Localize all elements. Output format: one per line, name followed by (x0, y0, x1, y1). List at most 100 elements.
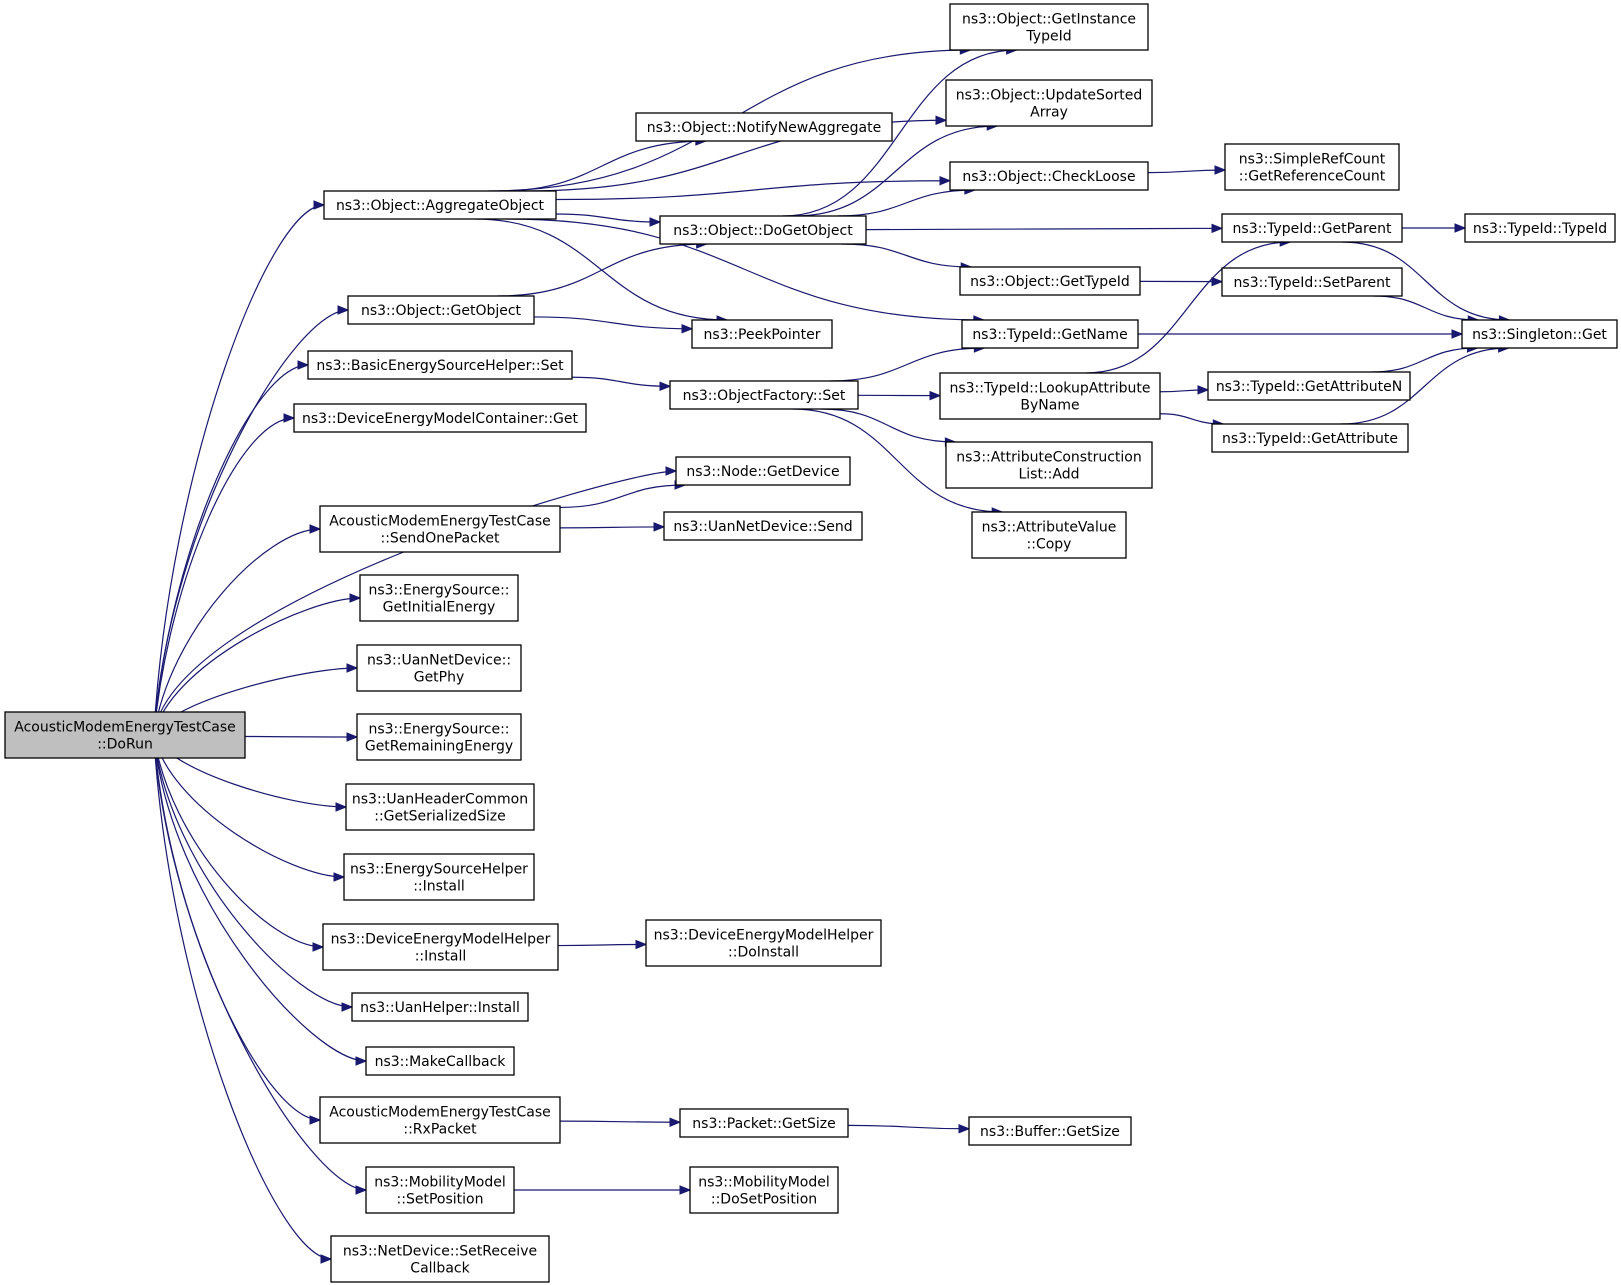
node-label-line: ns3::Buffer::GetSize (980, 1124, 1120, 1140)
node-peek-pointer[interactable]: ns3::PeekPointer (691, 319, 833, 349)
node-label-line: ::DoRun (97, 737, 153, 753)
node-singleton-get[interactable]: ns3::Singleton::Get (1461, 319, 1618, 349)
node-label-line: ns3::Object::CheckLoose (962, 169, 1135, 185)
node-label-line: ns3::SimpleRefCount (1239, 152, 1386, 168)
node-uan-helper-install[interactable]: ns3::UanHelper::Install (351, 992, 529, 1022)
edge-aggregate-object-to-check-loose (555, 175, 952, 201)
node-label-line: AcousticModemEnergyTestCase (329, 514, 550, 530)
node-type-id-set-parent[interactable]: ns3::TypeId::SetParent (1221, 267, 1403, 297)
edge-dorun-to-basic-energy-set (153, 360, 310, 736)
node-make-callback[interactable]: ns3::MakeCallback (365, 1046, 515, 1076)
node-demc-get[interactable]: ns3::DeviceEnergyModelContainer::Get (293, 403, 587, 433)
node-attr-value-copy[interactable]: ns3::AttributeValue::Copy (971, 511, 1127, 559)
node-object-factory-set[interactable]: ns3::ObjectFactory::Set (669, 380, 859, 410)
node-label-line: AcousticModemEnergyTestCase (14, 720, 235, 736)
node-label-line: GetPhy (414, 670, 465, 686)
node-label-line: ns3::AttributeConstruction (956, 450, 1141, 466)
node-demh-install[interactable]: ns3::DeviceEnergyModelHelper::Install (322, 923, 559, 971)
node-send-one-packet[interactable]: AcousticModemEnergyTestCase::SendOnePack… (319, 505, 561, 553)
node-box (359, 574, 519, 622)
node-uan-send[interactable]: ns3::UanNetDevice::Send (663, 511, 863, 541)
node-label-line: ns3::Object::GetInstance (962, 12, 1136, 28)
node-get-attribute[interactable]: ns3::TypeId::GetAttribute (1211, 423, 1409, 453)
node-get-reference-count[interactable]: ns3::SimpleRefCount::GetReferenceCount (1224, 143, 1400, 191)
edge-dorun-to-set-receive-callback (153, 734, 333, 1264)
node-label-line: GetRemainingEnergy (365, 739, 513, 755)
node-get-phy[interactable]: ns3::UanNetDevice::GetPhy (356, 644, 522, 692)
node-box (675, 456, 851, 486)
node-box (669, 380, 859, 410)
node-label-line: ns3::AttributeValue (982, 520, 1117, 536)
node-get-object[interactable]: ns3::Object::GetObject (347, 295, 535, 325)
node-label-line: ns3::MobilityModel (698, 1175, 830, 1191)
node-box (945, 441, 1153, 489)
edge-check-loose-to-get-reference-count (1147, 165, 1227, 175)
node-rx-packet[interactable]: AcousticModemEnergyTestCase::RxPacket (319, 1096, 561, 1144)
node-basic-energy-set[interactable]: ns3::BasicEnergySourceHelper::Set (307, 350, 573, 380)
node-box (1221, 213, 1403, 243)
node-label-line: ns3::EnergySourceHelper (350, 862, 528, 878)
node-demh-do-install[interactable]: ns3::DeviceEnergyModelHelper::DoInstall (645, 919, 882, 967)
node-notify-new-aggregate[interactable]: ns3::Object::NotifyNewAggregate (635, 112, 893, 142)
node-box (1224, 143, 1400, 191)
node-label-line: ns3::Object::GetObject (361, 303, 522, 319)
node-node-get-device[interactable]: ns3::Node::GetDevice (675, 456, 851, 486)
node-aggregate-object[interactable]: ns3::Object::AggregateObject (323, 190, 557, 220)
edge-dorun-to-set-position (153, 734, 368, 1195)
node-label-line: ns3::MobilityModel (374, 1175, 506, 1191)
node-obj-get-type-id[interactable]: ns3::Object::GetTypeId (959, 266, 1141, 296)
node-label-line: ::DoSetPosition (711, 1192, 817, 1208)
edge-dorun-to-esh-install (153, 734, 346, 882)
node-label-line: ns3::Node::GetDevice (686, 464, 839, 480)
node-packet-get-size[interactable]: ns3::Packet::GetSize (679, 1108, 849, 1138)
node-label-line: ns3::TypeId::SetParent (1234, 275, 1391, 291)
edge-dorun-to-demc-get (153, 413, 296, 736)
node-esh-install[interactable]: ns3::EnergySourceHelper::Install (343, 853, 535, 901)
node-type-id-get-name[interactable]: ns3::TypeId::GetName (961, 319, 1139, 349)
node-label-line: ns3::BasicEnergySourceHelper::Set (316, 358, 564, 374)
node-dorun[interactable]: AcousticModemEnergyTestCase::DoRun (4, 711, 246, 759)
node-do-get-object[interactable]: ns3::Object::DoGetObject (659, 215, 867, 245)
node-label-line: ns3::Object::UpdateSorted (956, 88, 1142, 104)
edge-dorun-to-aggregate-object (153, 200, 326, 736)
node-label-line: ns3::EnergySource:: (368, 583, 509, 599)
edge-set-position-to-do-set-position (514, 1185, 692, 1195)
node-box (323, 190, 557, 220)
node-buffer-get-size[interactable]: ns3::Buffer::GetSize (968, 1116, 1132, 1146)
node-box (945, 79, 1153, 127)
edge-send-one-packet-to-uan-send (559, 522, 666, 532)
node-box (319, 505, 561, 553)
node-label-line: ns3::PeekPointer (704, 327, 821, 343)
edge-dorun-to-send-one-packet (153, 524, 322, 736)
edge-object-factory-set-to-attr-construction-list-add (820, 408, 957, 447)
node-label-line: Array (1030, 105, 1068, 121)
node-type-id-type-id[interactable]: ns3::TypeId::TypeId (1464, 213, 1616, 243)
edge-demh-install-to-demh-do-install (557, 939, 648, 950)
edge-type-id-get-name-to-singleton-get (1138, 329, 1464, 339)
node-box (4, 711, 246, 759)
edge-dorun-to-make-callback (153, 734, 368, 1066)
node-get-initial-energy[interactable]: ns3::EnergySource::GetInitialEnergy (359, 574, 519, 622)
node-label-line: ns3::TypeId::GetAttribute (1222, 431, 1398, 447)
node-set-position[interactable]: ns3::MobilityModel::SetPosition (365, 1166, 515, 1214)
node-get-serialized-size[interactable]: ns3::UanHeaderCommon::GetSerializedSize (345, 783, 535, 831)
node-check-loose[interactable]: ns3::Object::CheckLoose (949, 161, 1149, 191)
node-box (319, 1096, 561, 1144)
node-do-set-position[interactable]: ns3::MobilityModel::DoSetPosition (689, 1166, 839, 1214)
edge-basic-energy-set-to-object-factory-set (571, 376, 672, 392)
node-label-line: ns3::NetDevice::SetReceive (343, 1244, 537, 1260)
node-label-line: ns3::EnergySource:: (368, 722, 509, 738)
node-box (679, 1108, 849, 1138)
node-get-remaining-energy[interactable]: ns3::EnergySource::GetRemainingEnergy (356, 713, 522, 761)
edge-get-object-to-peek-pointer (533, 316, 694, 334)
node-label-line: ::GetSerializedSize (374, 809, 505, 825)
node-label-line: ns3::TypeId::LookupAttribute (949, 381, 1150, 397)
node-type-id-get-parent[interactable]: ns3::TypeId::GetParent (1221, 213, 1403, 243)
node-get-attribute-n[interactable]: ns3::TypeId::GetAttributeN (1207, 371, 1411, 401)
